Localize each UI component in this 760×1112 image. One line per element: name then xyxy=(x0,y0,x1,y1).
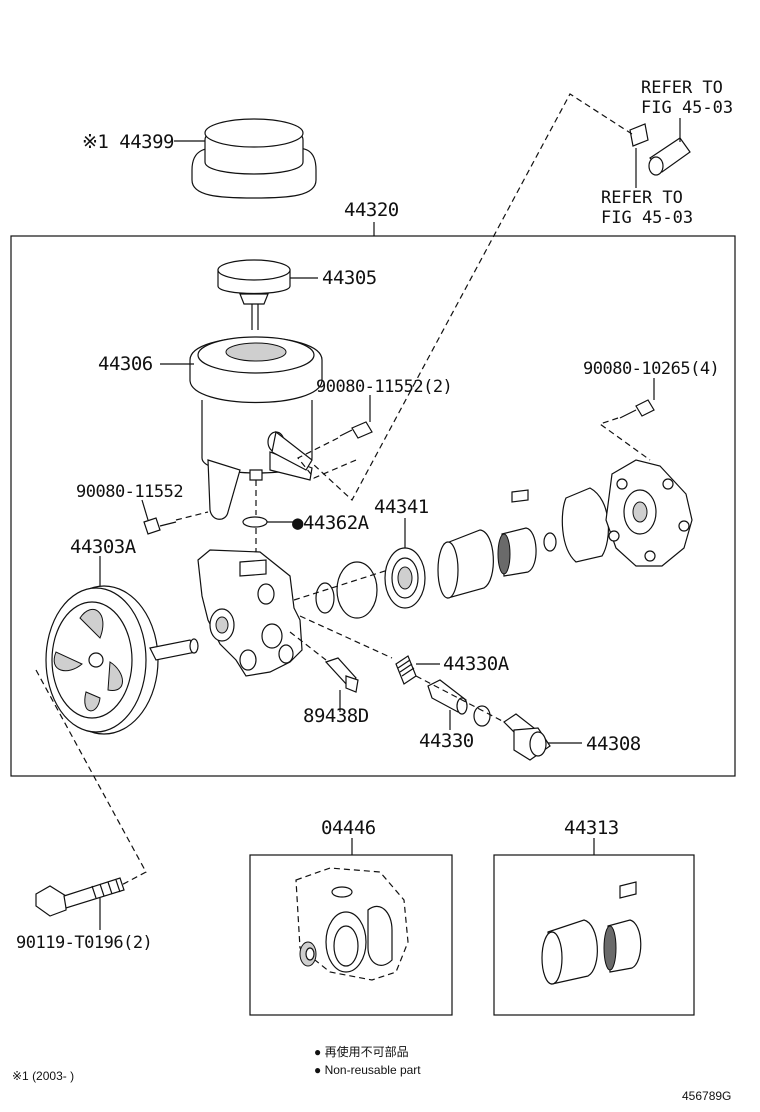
o-ring-valve[interactable] xyxy=(473,705,491,727)
refer-label-2-line2[interactable]: FIG 45-03 xyxy=(601,208,693,228)
part-number-44308[interactable]: 44308 xyxy=(586,733,641,755)
pump-body[interactable] xyxy=(197,549,303,677)
seal-44341[interactable] xyxy=(384,547,426,609)
figure-id: 456789G xyxy=(682,1089,731,1103)
cam-ring[interactable] xyxy=(437,529,494,599)
snap-ring[interactable] xyxy=(543,532,557,552)
part-number-44303A[interactable]: 44303A xyxy=(70,536,137,558)
oil-reservoir-44306[interactable] xyxy=(189,336,323,520)
gasket[interactable] xyxy=(561,487,610,563)
legend-non-reusable-en: ● Non-reusable part xyxy=(314,1063,421,1077)
part-number-90080-11552[interactable]: 90080-11552 xyxy=(76,482,184,502)
pressure-switch-89438D[interactable] xyxy=(324,657,359,693)
vane[interactable] xyxy=(511,489,529,503)
refer-label-1-line1[interactable]: REFER TO xyxy=(641,78,723,98)
reservoir-cap-cover-44399[interactable] xyxy=(191,118,317,199)
spring-44330A[interactable] xyxy=(395,655,417,685)
bolt-90080-11552[interactable] xyxy=(143,517,177,535)
part-number-04446[interactable]: 04446 xyxy=(321,817,376,839)
part-number-90080-10265-4[interactable]: 90080-10265(4) xyxy=(583,359,720,379)
part-number-44362A[interactable]: ●44362A xyxy=(292,512,370,534)
hose-clamp-refer xyxy=(629,123,691,176)
bolt-90080-11552-x2[interactable] xyxy=(339,421,373,439)
union-fitting-44308[interactable] xyxy=(503,713,551,761)
assembly-frame-44320 xyxy=(10,235,736,777)
rotor[interactable] xyxy=(497,527,537,577)
cartridge-kit-contents[interactable] xyxy=(541,881,642,985)
part-number-44306[interactable]: 44306 xyxy=(98,353,153,375)
legend-non-reusable-jp: ● 再使用不可部品 xyxy=(314,1044,409,1059)
bolt-90119-T0196-x2[interactable] xyxy=(35,877,125,917)
flow-control-valve-44330[interactable] xyxy=(427,679,468,715)
part-number-44330A[interactable]: 44330A xyxy=(443,653,510,675)
part-number-90119-T0196-2[interactable]: 90119-T0196(2) xyxy=(16,933,153,953)
refer-label-2-line1[interactable]: REFER TO xyxy=(601,188,683,208)
o-ring-large[interactable] xyxy=(336,561,378,619)
part-number-44399[interactable]: ※1 44399 xyxy=(82,131,175,153)
part-number-44320[interactable]: 44320 xyxy=(344,199,399,221)
kit-frame-04446 xyxy=(249,854,453,1016)
reservoir-cap-44305[interactable] xyxy=(217,259,291,330)
refer-label-1-line2[interactable]: FIG 45-03 xyxy=(641,98,733,118)
part-number-44330[interactable]: 44330 xyxy=(419,730,474,752)
part-number-90080-11552-2[interactable]: 90080-11552(2) xyxy=(316,377,453,397)
o-ring-small[interactable] xyxy=(315,582,335,614)
bolt-90080-10265-x4[interactable] xyxy=(619,399,655,419)
part-number-44313[interactable]: 44313 xyxy=(564,817,619,839)
part-number-89438D[interactable]: 89438D xyxy=(303,705,369,727)
o-ring-44362A[interactable] xyxy=(242,516,268,528)
part-number-44341[interactable]: 44341 xyxy=(374,496,429,518)
pump-pulley-44303A[interactable] xyxy=(45,585,199,735)
rear-housing[interactable] xyxy=(605,459,693,567)
part-number-44305[interactable]: 44305 xyxy=(322,267,377,289)
gasket-kit-contents[interactable] xyxy=(295,867,409,981)
footnote-model-year: ※1 (2003- ) xyxy=(12,1069,74,1083)
